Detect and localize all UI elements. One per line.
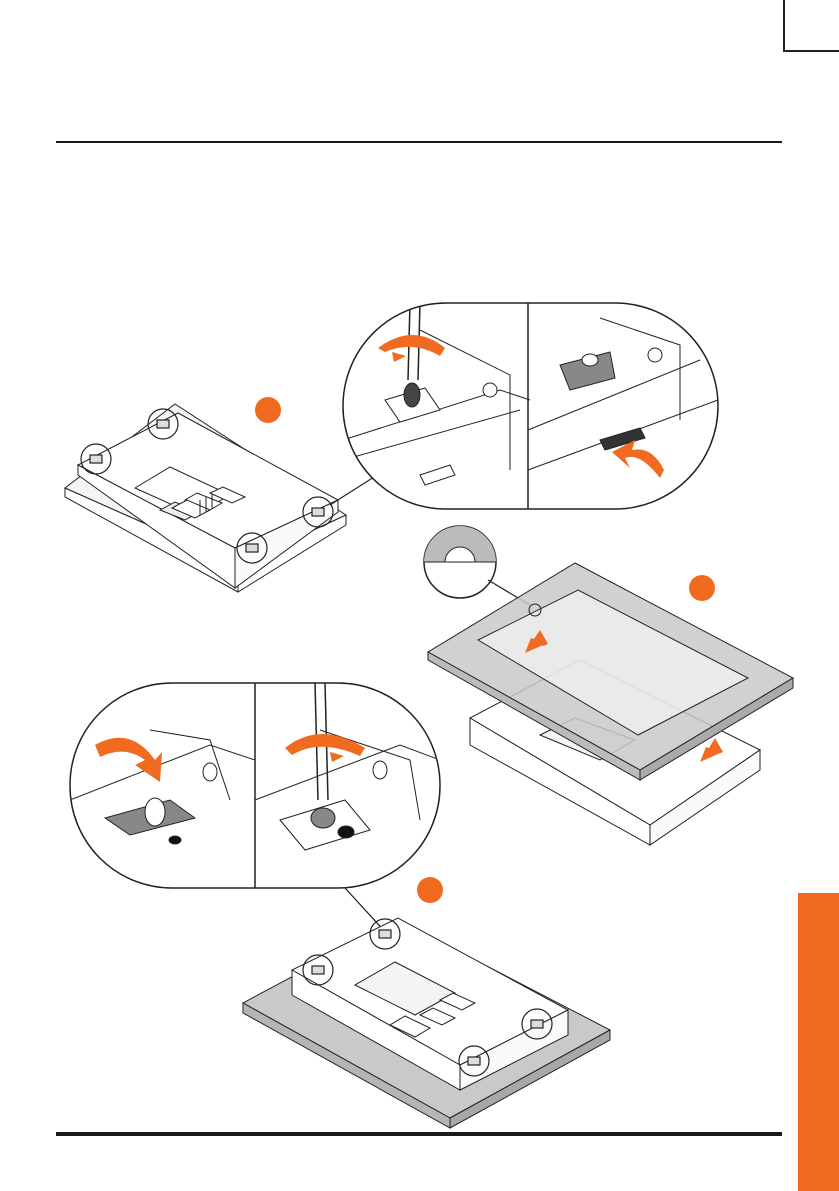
engage-clamp-detail <box>70 683 440 888</box>
step-marker-1 <box>255 397 281 423</box>
unscrew-clamp-detail <box>343 303 718 509</box>
device-icon <box>65 404 346 592</box>
step-marker-3 <box>417 877 443 903</box>
step-marker-2 <box>689 575 715 601</box>
frame-notch-detail <box>424 526 496 598</box>
